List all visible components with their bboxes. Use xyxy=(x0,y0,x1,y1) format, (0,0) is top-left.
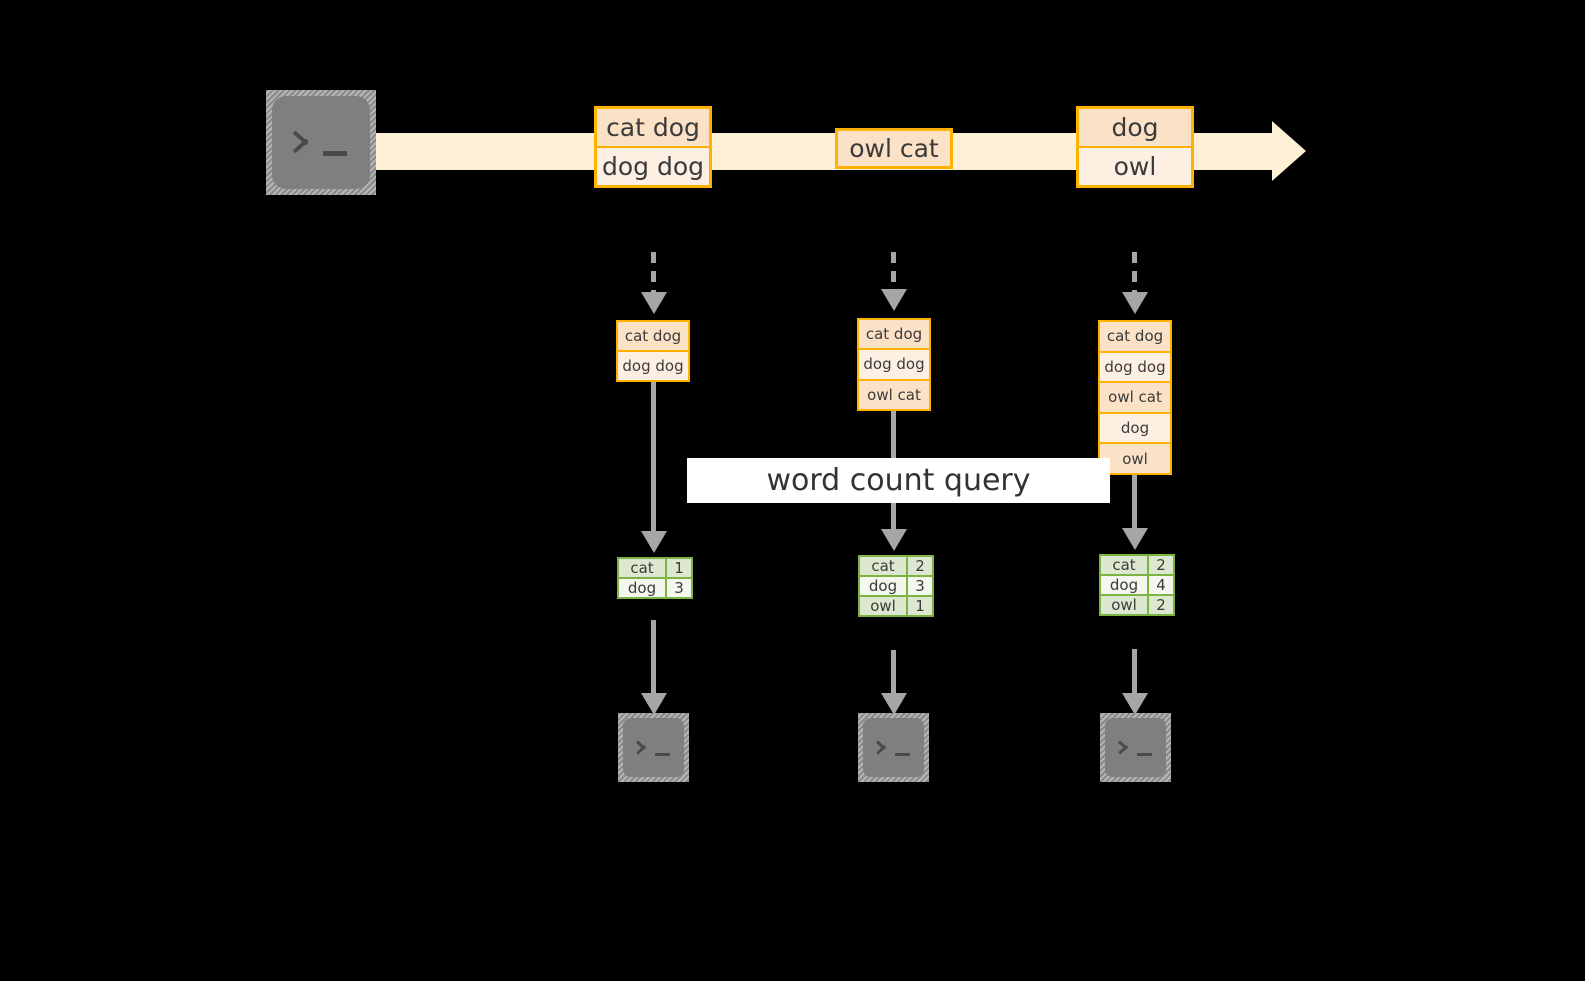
connector-input-to-result-3 xyxy=(1132,475,1137,543)
table-row: owl 2 xyxy=(1101,594,1173,614)
terminal-body xyxy=(1105,718,1166,777)
stream-message-line: owl cat xyxy=(838,131,950,166)
table-row: cat 2 xyxy=(860,557,932,575)
input-table-column-1: cat dog dog dog xyxy=(616,320,690,382)
input-row: cat dog xyxy=(618,322,688,350)
connector-stream-to-input-3 xyxy=(1132,252,1137,292)
connector-result-to-sink-2 xyxy=(891,650,896,702)
chevron-right-icon xyxy=(877,737,892,757)
input-table-column-2: cat dog dog dog owl cat xyxy=(857,318,931,411)
underscore-icon xyxy=(323,150,347,156)
input-row: cat dog xyxy=(859,320,929,349)
chevron-right-icon xyxy=(637,737,652,757)
connector-arrowhead xyxy=(881,529,907,551)
input-row: dog dog xyxy=(1100,350,1170,382)
result-table-column-2: cat 2 dog 3 owl 1 xyxy=(858,555,934,617)
input-row: owl cat xyxy=(859,378,929,409)
stream-message-line: dog xyxy=(1079,109,1191,146)
prompt-glyph xyxy=(1117,735,1154,760)
result-count: 3 xyxy=(665,579,691,597)
connector-arrowhead xyxy=(1122,528,1148,550)
result-table-column-1: cat 1 dog 3 xyxy=(617,557,693,599)
stream-message-batch-3: dog owl xyxy=(1076,106,1194,188)
stream-message-line: dog dog xyxy=(597,146,709,185)
result-count: 1 xyxy=(665,559,691,577)
query-label: word count query xyxy=(766,463,1031,498)
connector-stream-to-input-2 xyxy=(891,252,896,292)
stream-message-batch-2: owl cat xyxy=(835,128,953,169)
prompt-glyph xyxy=(292,123,351,162)
result-word: owl xyxy=(1101,596,1147,614)
sink-terminal-icon-column-2[interactable] xyxy=(858,713,929,782)
sink-terminal-icon-column-1[interactable] xyxy=(618,713,689,782)
result-word: owl xyxy=(860,597,906,615)
connector-arrowhead xyxy=(1122,292,1148,314)
result-count: 2 xyxy=(1147,596,1173,614)
connector-arrowhead xyxy=(641,292,667,314)
connector-arrowhead xyxy=(641,693,667,715)
chevron-right-icon xyxy=(294,125,318,156)
connector-result-to-sink-3 xyxy=(1132,649,1137,702)
connector-stream-to-input-1 xyxy=(651,252,656,292)
connector-arrowhead xyxy=(881,693,907,715)
result-word: cat xyxy=(1101,556,1147,574)
result-table-column-3: cat 2 dog 4 owl 2 xyxy=(1099,554,1175,616)
prompt-glyph xyxy=(635,735,672,760)
terminal-body xyxy=(863,718,924,777)
result-count: 2 xyxy=(1147,556,1173,574)
table-row: dog 4 xyxy=(1101,574,1173,594)
terminal-body xyxy=(623,718,684,777)
source-terminal-icon[interactable] xyxy=(266,90,376,195)
sink-terminal-icon-column-3[interactable] xyxy=(1100,713,1171,782)
stream-message-line: owl xyxy=(1079,146,1191,185)
table-row: cat 1 xyxy=(619,559,691,577)
input-row: dog xyxy=(1100,411,1170,443)
connector-result-to-sink-1 xyxy=(651,620,656,702)
underscore-icon xyxy=(894,752,910,756)
input-table-column-3: cat dog dog dog owl cat dog owl xyxy=(1098,320,1172,475)
input-row: dog dog xyxy=(618,350,688,380)
result-word: cat xyxy=(860,557,906,575)
query-label-band: word count query xyxy=(687,458,1110,503)
table-row: owl 1 xyxy=(860,595,932,615)
stream-message-line: cat dog xyxy=(597,109,709,146)
stream-arrowhead xyxy=(1272,121,1306,181)
stream-message-batch-1: cat dog dog dog xyxy=(594,106,712,188)
chevron-right-icon xyxy=(1119,737,1134,757)
input-row: owl xyxy=(1100,442,1170,473)
underscore-icon xyxy=(1136,752,1152,756)
terminal-body xyxy=(272,96,370,189)
result-word: dog xyxy=(860,577,906,595)
result-word: dog xyxy=(619,579,665,597)
input-row: owl cat xyxy=(1100,381,1170,412)
table-row: dog 3 xyxy=(860,575,932,595)
result-count: 1 xyxy=(906,597,932,615)
underscore-icon xyxy=(654,752,670,756)
table-row: dog 3 xyxy=(619,577,691,597)
prompt-glyph xyxy=(875,735,912,760)
result-word: dog xyxy=(1101,576,1147,594)
connector-input-to-result-1 xyxy=(651,382,656,546)
result-word: cat xyxy=(619,559,665,577)
result-count: 4 xyxy=(1147,576,1173,594)
input-row: cat dog xyxy=(1100,322,1170,351)
connector-arrowhead xyxy=(881,289,907,311)
result-count: 2 xyxy=(906,557,932,575)
connector-arrowhead xyxy=(1122,693,1148,715)
table-row: cat 2 xyxy=(1101,556,1173,574)
input-row: dog dog xyxy=(859,348,929,379)
connector-arrowhead xyxy=(641,531,667,553)
result-count: 3 xyxy=(906,577,932,595)
